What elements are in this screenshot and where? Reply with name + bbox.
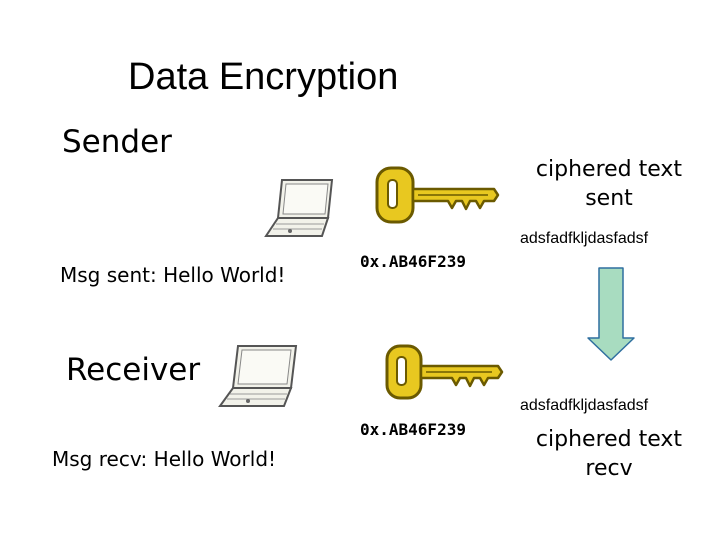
sender-label: Sender <box>62 124 172 160</box>
receiver-key-icon <box>385 344 504 400</box>
sender-key-value: 0x.AB46F239 <box>360 252 466 271</box>
receiver-label: Receiver <box>66 352 201 388</box>
ciphertext-sent: adsfadfkljdasfadsf <box>520 230 649 247</box>
ciphered-text-recv-label: ciphered text recv <box>535 427 683 481</box>
transfer-down-arrow <box>587 267 635 361</box>
sent-message: Msg sent: Hello World! <box>60 263 286 287</box>
ciphertext-received: adsfadfkljdasfadsf <box>520 397 649 414</box>
sender-laptop-icon <box>264 179 334 237</box>
ciphered-text-sent-label: ciphered text sent <box>535 157 683 211</box>
received-message: Msg recv: Hello World! <box>52 447 277 471</box>
receiver-laptop-icon <box>218 345 298 407</box>
receiver-key-value: 0x.AB46F239 <box>360 420 466 439</box>
sender-key-icon <box>375 166 500 224</box>
diagram-title: Data Encryption <box>128 56 399 98</box>
